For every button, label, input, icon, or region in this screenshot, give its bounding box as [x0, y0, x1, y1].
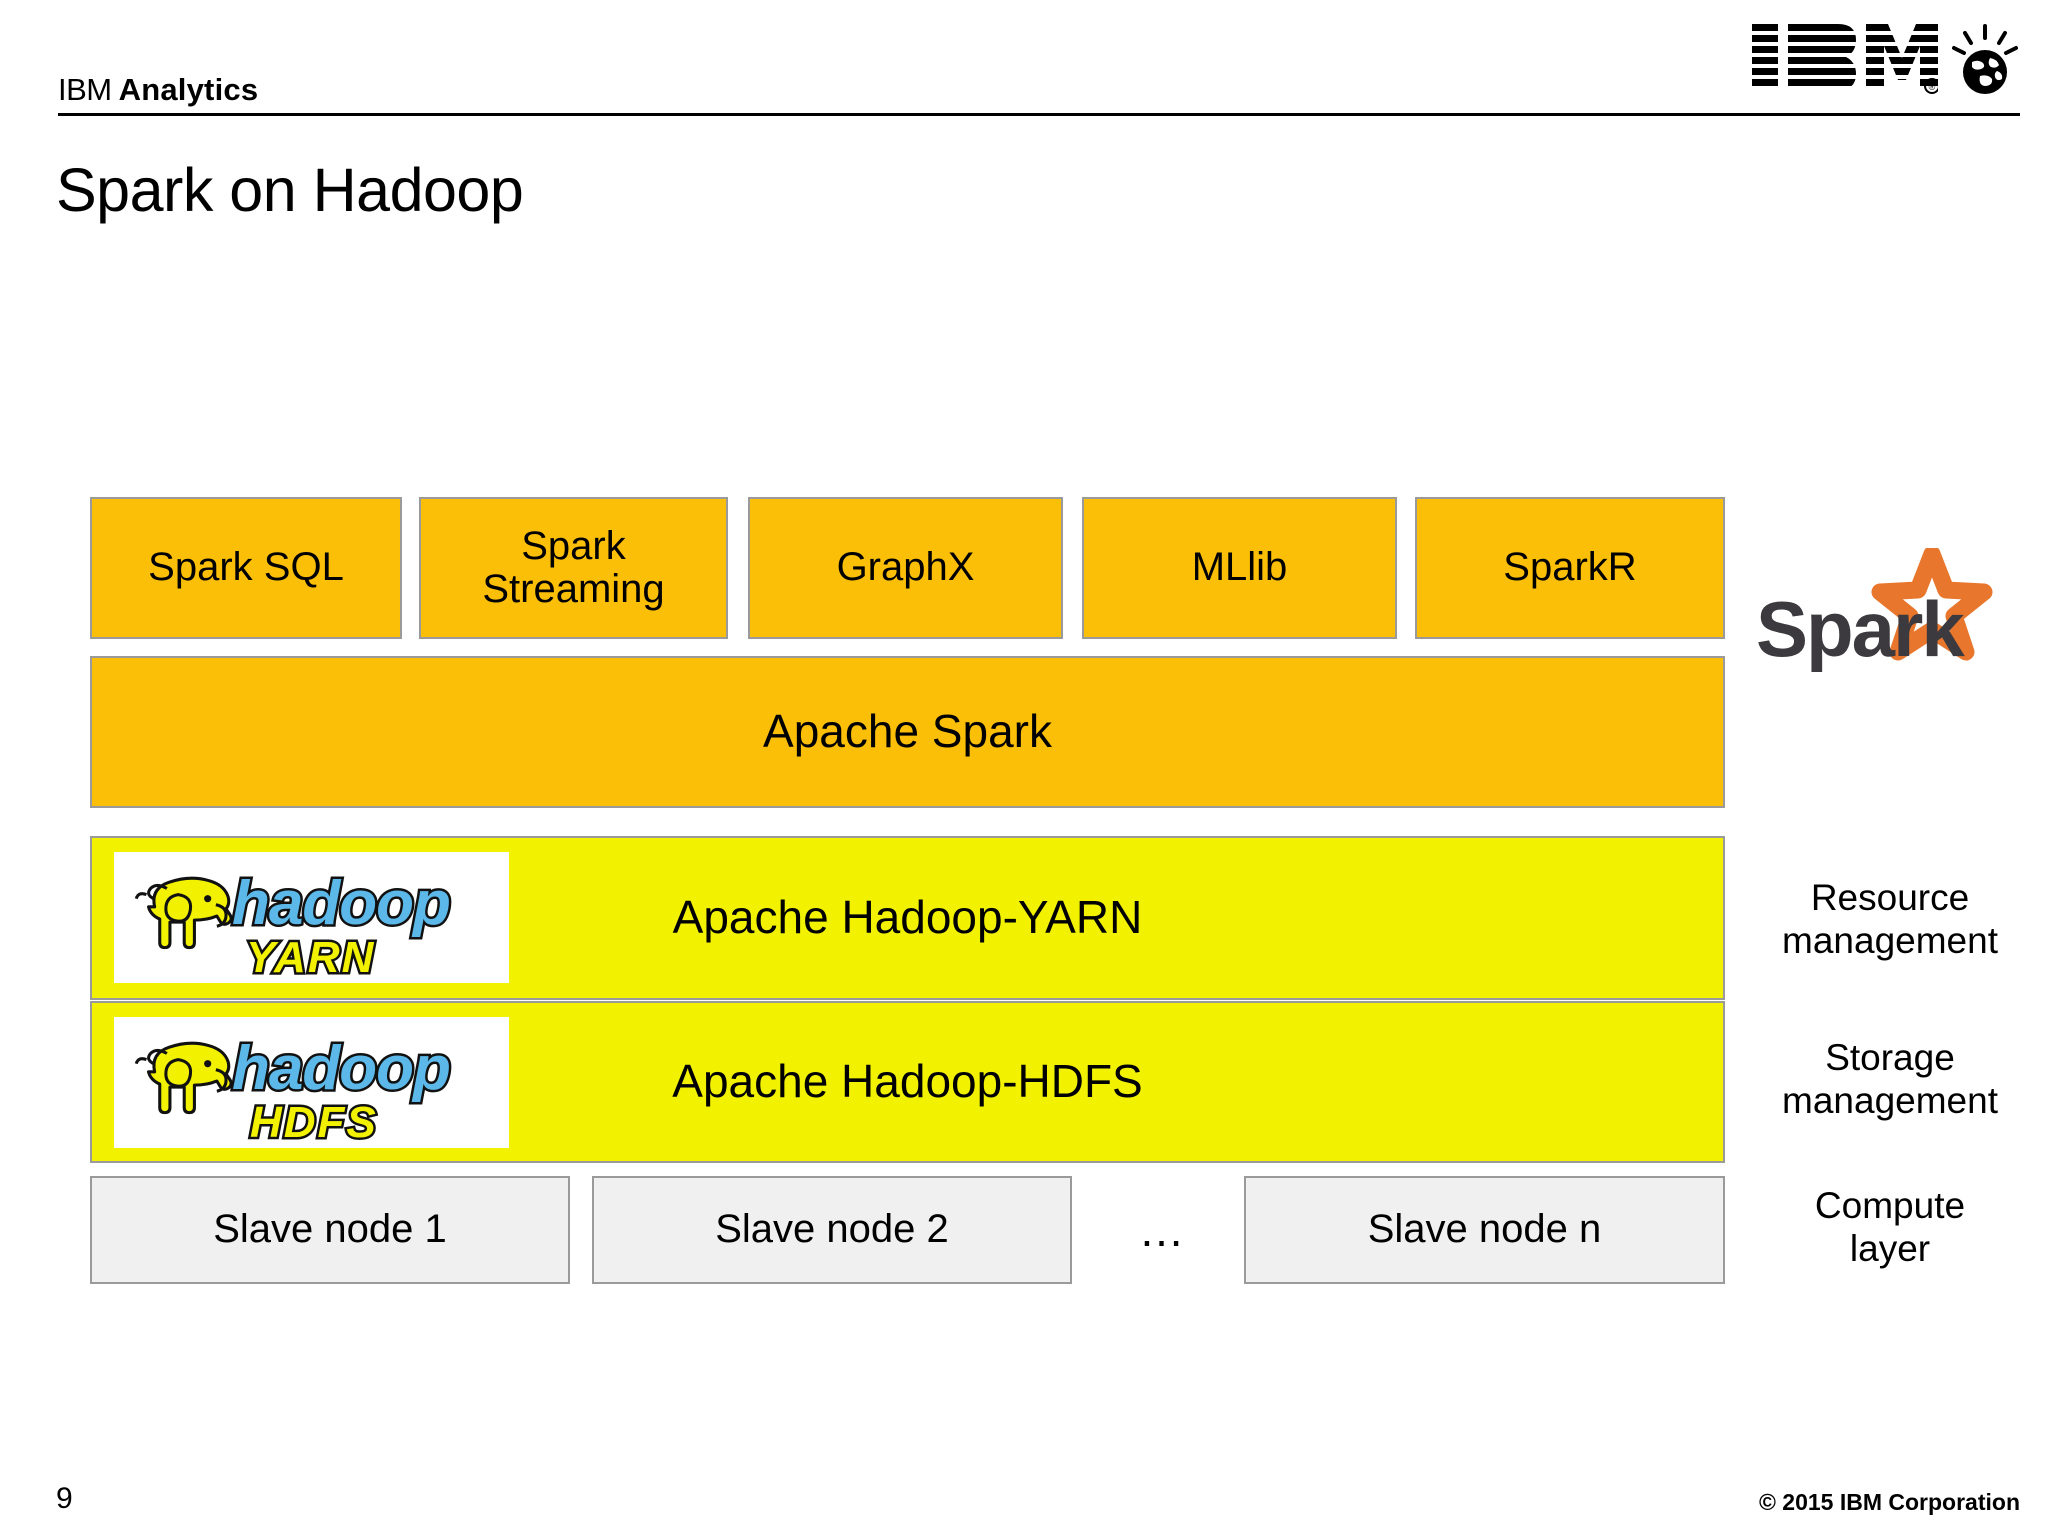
component-box-sparkr[interactable]: SparkR: [1415, 497, 1725, 639]
ibm-wordmark-icon: ®: [1752, 24, 1938, 94]
engine-box-apache-spark[interactable]: Apache Spark: [90, 656, 1725, 808]
slave-nodes-ellipsis: …: [1138, 1204, 1188, 1256]
component-label-spark-sql: Spark SQL: [148, 545, 344, 590]
layer-caption-compute-layer: Compute layer: [1814, 1185, 1966, 1270]
apache-spark-logo: Spark: [1752, 548, 2010, 680]
slave-node-box-2[interactable]: Slave node 2: [592, 1176, 1072, 1284]
spark-wordmark: Spark: [1756, 585, 1965, 673]
component-box-spark-sql[interactable]: Spark SQL: [90, 497, 402, 639]
copyright-notice: © 2015 IBM Corporation: [1758, 1489, 2020, 1515]
component-box-graphx[interactable]: GraphX: [748, 497, 1063, 639]
layer-caption-resource-management: Resource management: [1782, 877, 1998, 962]
component-box-mllib[interactable]: MLlib: [1082, 497, 1397, 639]
svg-text:hadoop: hadoop: [232, 1034, 450, 1103]
spark-star-icon: [1871, 548, 1993, 661]
layer-box-hadoop-yarn[interactable]: hadoop YARN Apache Hadoop-YARN: [90, 836, 1725, 1000]
slave-node-box-n[interactable]: Slave node n: [1244, 1176, 1725, 1284]
component-label-mllib: MLlib: [1191, 545, 1288, 590]
svg-text:HDFS: HDFS: [250, 1098, 378, 1147]
hadoop-hdfs-logo: hadoop HDFS: [114, 1017, 509, 1148]
component-box-spark-streaming[interactable]: Spark Streaming: [419, 497, 728, 639]
layer-box-hadoop-hdfs[interactable]: hadoop HDFS Apache Hadoop-HDFS: [90, 1001, 1725, 1163]
page-number: 9: [56, 1482, 73, 1515]
component-label-sparkr: SparkR: [1503, 545, 1637, 590]
ibm-smarter-planet-globe-icon: [1952, 24, 2018, 94]
layer-caption-storage-management: Storage management: [1782, 1037, 1998, 1122]
component-label-graphx: GraphX: [836, 545, 975, 590]
slave-node-box-1[interactable]: Slave node 1: [90, 1176, 570, 1284]
engine-label-apache-spark: Apache Spark: [763, 705, 1052, 758]
header-brand-analytics: Analytics: [118, 72, 259, 107]
hadoop-yarn-logo: hadoop YARN: [114, 852, 509, 983]
slave-node-label-2: Slave node 2: [715, 1207, 949, 1252]
svg-text:YARN: YARN: [246, 933, 375, 982]
slave-node-label-n: Slave node n: [1367, 1207, 1602, 1252]
svg-text:®: ®: [1929, 82, 1936, 92]
svg-text:hadoop: hadoop: [232, 869, 450, 938]
slave-node-label-1: Slave node 1: [213, 1207, 447, 1252]
header-divider: [58, 113, 2020, 116]
component-label-spark-streaming: Spark Streaming: [482, 523, 665, 611]
header-brand-ibm: IBM: [58, 72, 112, 107]
page-title: Spark on Hadoop: [56, 156, 524, 224]
ibm-striped-logo: ®: [1752, 24, 2020, 98]
